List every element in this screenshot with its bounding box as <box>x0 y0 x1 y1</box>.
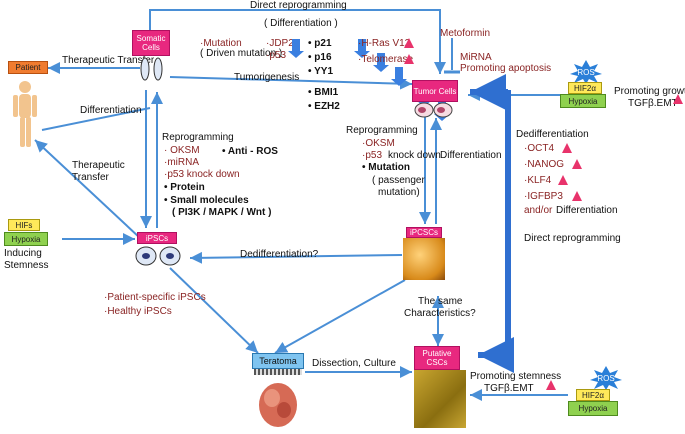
tumor-cells-icon <box>414 102 453 118</box>
hifs-left-box: HIFs <box>8 219 40 231</box>
p53-item: ·p53 <box>266 50 287 61</box>
igfbp3-label: ·IGFBP3 <box>524 191 563 202</box>
jdp2-item: ·JDP2 <box>266 38 294 49</box>
anti-ros-label: • Anti - ROS <box>222 146 278 157</box>
metoformin-label: Metoformin <box>440 28 491 39</box>
p16-label: • p16 <box>308 52 332 63</box>
teratoma-ruler <box>254 369 302 375</box>
hras-up-arrow-icon <box>404 38 414 48</box>
klf4-up-arrow-icon <box>558 175 568 185</box>
mutation-right-label: • Mutation <box>362 162 410 173</box>
reprog-left-oksm: · OKSM <box>164 145 200 156</box>
reprog-right-p53: ·p53 <box>362 150 383 161</box>
dissection-culture-label: Dissection, Culture <box>312 358 396 369</box>
yy1-label: • YY1 <box>308 66 333 77</box>
driven-mutation-label: ( Driven mutation ) <box>200 48 283 59</box>
pathways-label: ( PI3K / MAPK / Wnt ) <box>172 207 272 218</box>
telomerase-label: ·Telomerase <box>358 54 414 65</box>
and-or-label: and/or <box>524 205 553 216</box>
hras-label: ·H-Ras V12 <box>358 38 411 49</box>
differentiation-left-label: Differentiation <box>80 105 142 116</box>
teratoma-tissue-icon <box>259 383 297 427</box>
tgfb-top-label: TGFβ.EMT <box>628 98 678 109</box>
direct-reprogramming-right-label: Direct reprogramming <box>524 233 621 244</box>
promoting-stemness-label: Promoting stemness <box>470 371 562 382</box>
bmi1-label: • BMI1 <box>308 87 339 98</box>
reprog-right-oksm: ·OKSM <box>362 138 395 149</box>
dediff-title: Dedifferentiation <box>516 129 589 140</box>
somatic-cells-box: Somatic Cells <box>132 30 170 56</box>
same-char-line1: The same <box>418 296 463 307</box>
healthy-ipscs-label: ·Healthy iPSCs <box>104 306 172 317</box>
p21-down-arrow-icon <box>354 39 371 58</box>
direct-reprogramming-title: Direct reprogramming <box>250 0 347 11</box>
inducing-stemness-label: Inducing Stemness <box>4 248 49 271</box>
hypoxia-top-box: Hypoxia <box>560 94 606 108</box>
ros-top-icon <box>570 60 602 84</box>
nanog-label: ·NANOG <box>524 159 564 170</box>
ros-bottom-icon <box>590 366 622 390</box>
reprog-left-mirna: ·miRNA <box>164 157 199 168</box>
oct4-label: ·OCT4 <box>524 143 554 154</box>
tgfb-top-up-arrow-icon <box>673 94 683 104</box>
tumor-cells-box: Tumor Cells <box>412 80 458 102</box>
tgfb-bottom-up-arrow-icon <box>546 380 556 390</box>
knock-down-label: knock down <box>388 150 441 161</box>
protein-label: • Protein <box>164 182 205 193</box>
ros-top-label: ROS <box>577 67 595 77</box>
ipscs-cells-icon <box>135 246 181 266</box>
ipcscs-box: iPCSCs <box>406 227 442 238</box>
same-char-line2: Characteristics? <box>404 308 476 319</box>
ipcscs-image <box>403 238 445 280</box>
somatic-cells-icon <box>140 57 163 81</box>
mutation-label: ·Mutation <box>200 38 242 49</box>
hif2a-top-box: HIF2α <box>568 82 602 94</box>
reprog-right-title: Reprogramming <box>346 125 418 136</box>
therapeutic-transfer-1-line1: Therapeutic Transfer <box>62 55 155 66</box>
patient-figure-icon <box>13 81 37 147</box>
differentiation-right-label: Differentiation <box>556 205 618 216</box>
p21-label: • p21 <box>308 38 332 49</box>
ezh2-label: • EZH2 <box>308 101 340 112</box>
ros-bottom-label: ROS <box>597 373 615 383</box>
patient-box: Patient <box>8 61 48 74</box>
hif2a-bottom-box: HIF2α <box>576 389 610 401</box>
differentiation-subtitle: ( Differentiation ) <box>264 18 338 29</box>
tgfb-bottom-label: TGFβ.EMT <box>484 383 534 394</box>
yy1-down-arrow-icon <box>391 67 408 86</box>
reprog-left-title: Reprogramming <box>162 132 234 143</box>
patient-specific-label: ·Patient-specific iPSCs <box>104 292 206 303</box>
promoting-apoptosis-label: Promoting apoptosis <box>460 63 552 74</box>
ipscs-box: iPSCs <box>137 232 177 244</box>
promoting-growth-label: Promoting growth <box>614 86 685 97</box>
therapeutic-transfer-2-label: Therapeutic Transfer <box>72 160 125 183</box>
putative-cscs-box: Putative CSCs <box>414 346 460 370</box>
jdp2-down-arrow-icon <box>288 39 304 58</box>
igfbp3-up-arrow-icon <box>572 191 582 201</box>
hypoxia-bottom-box: Hypoxia <box>568 401 618 416</box>
differentiation-mid-label: Differentiation <box>440 150 502 161</box>
putative-cscs-image <box>414 370 466 428</box>
tumorigenesis-label: Tumorigenesis <box>234 72 300 83</box>
mirna-right-label: MiRNA <box>460 52 492 63</box>
passenger-line1: ( passenger <box>372 175 425 186</box>
dediff-question-label: Dedifferentiation? <box>240 249 319 260</box>
oct4-up-arrow-icon <box>562 143 572 153</box>
reprog-left-p53: ·p53 knock down <box>164 169 240 180</box>
teratoma-box: Teratoma <box>252 353 304 369</box>
telomerase-up-arrow-icon <box>404 54 414 64</box>
small-molecules-label: • Small molecules <box>164 195 249 206</box>
klf4-label: ·KLF4 <box>524 175 552 186</box>
nanog-up-arrow-icon <box>572 159 582 169</box>
hypoxia-left-box: Hypoxia <box>4 232 48 246</box>
p16-down-arrow-icon <box>372 53 389 72</box>
passenger-line2: mutation) <box>378 187 420 198</box>
